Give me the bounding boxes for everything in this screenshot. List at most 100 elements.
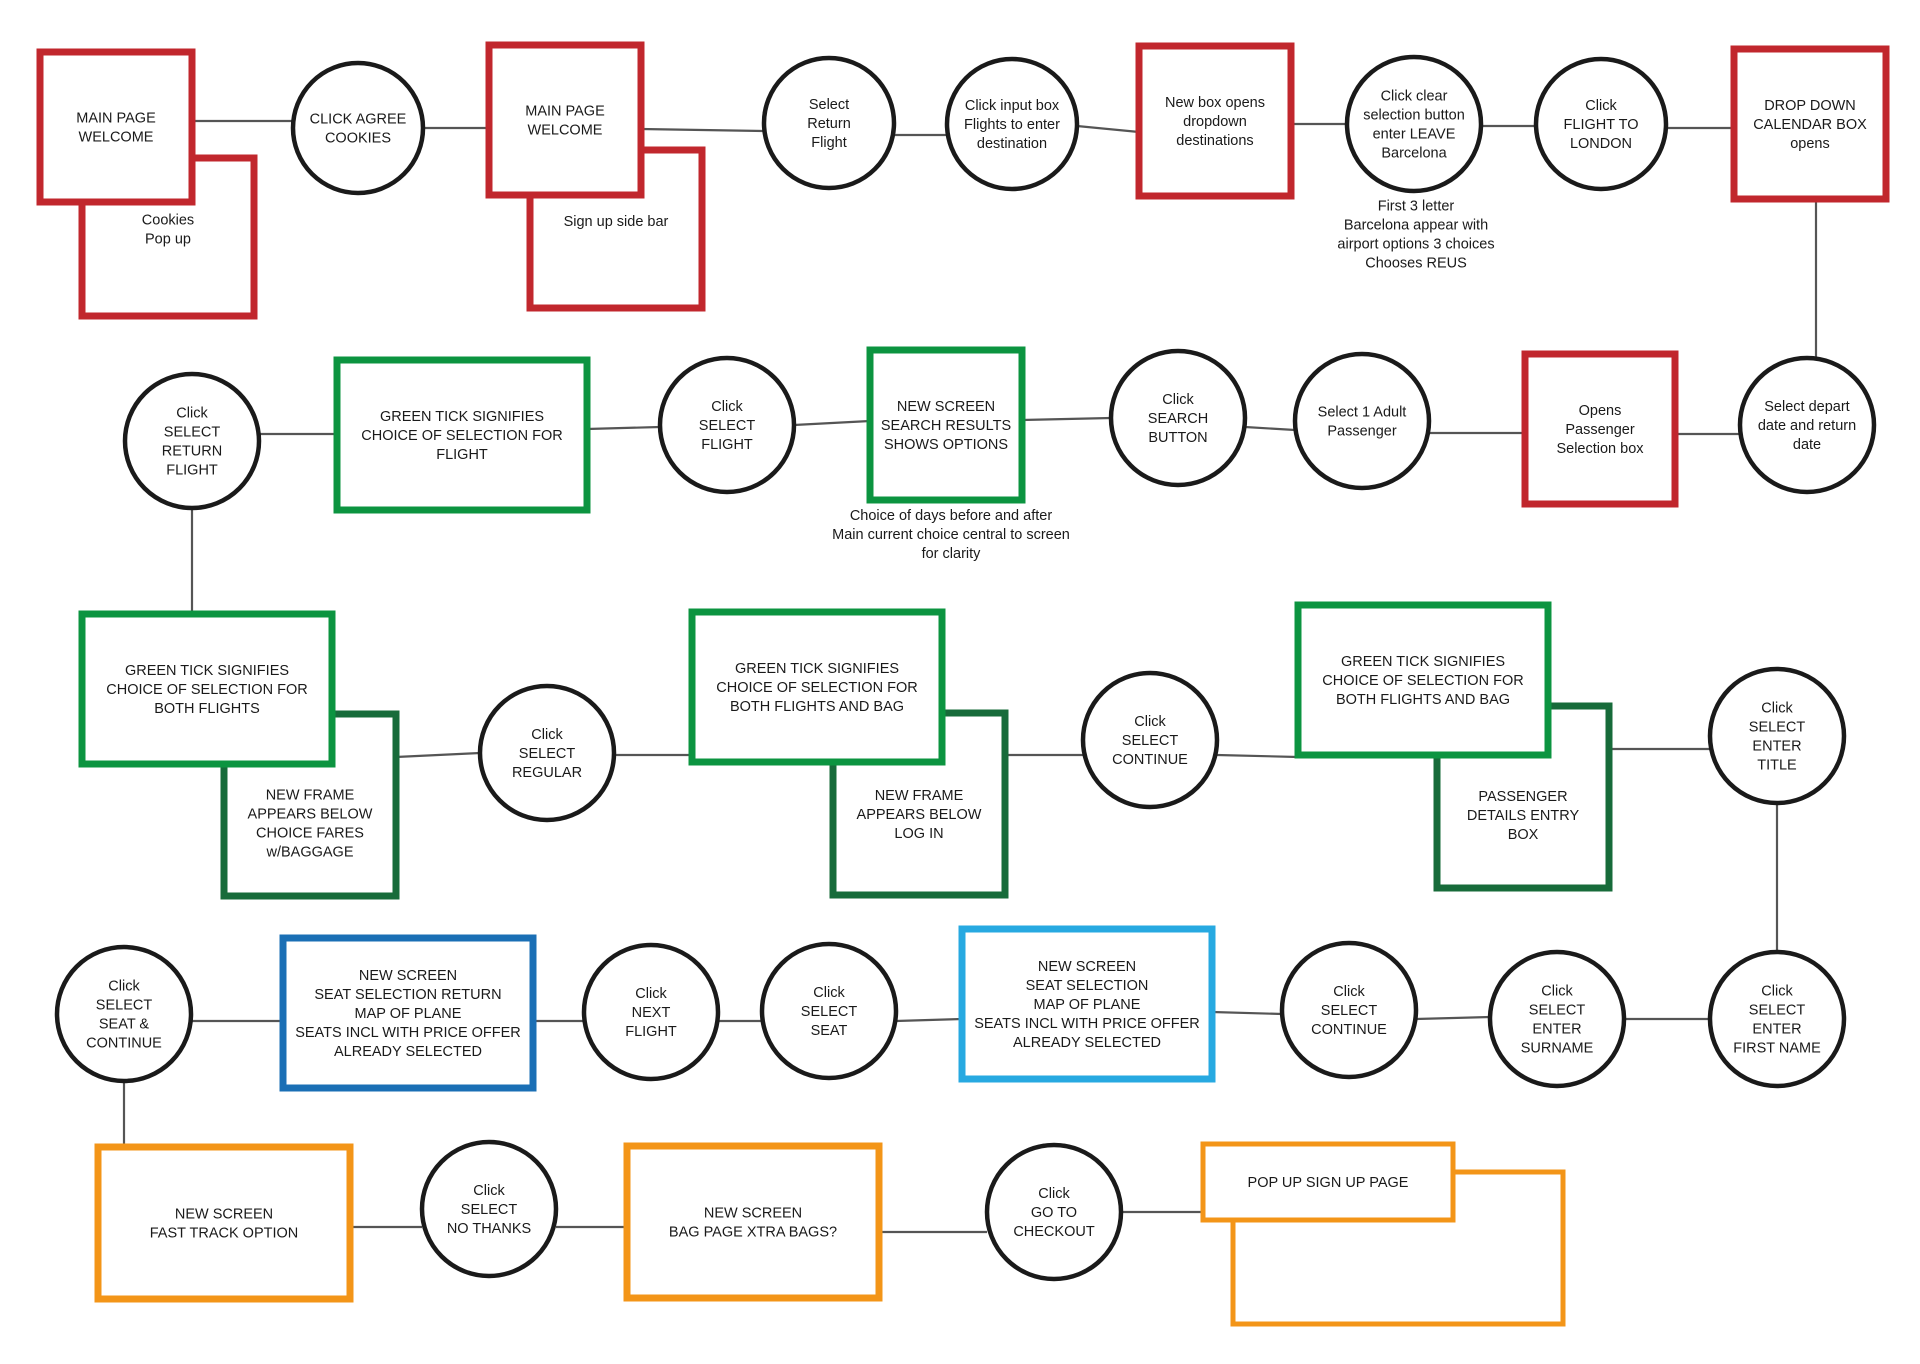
step-circle bbox=[1737, 355, 1877, 495]
search-results-label-line: NEW SCREEN bbox=[897, 399, 995, 415]
tick-both-flights-label-line: CHOICE OF SELECTION FOR bbox=[106, 682, 307, 698]
click-flight-london-label-line: LONDON bbox=[1570, 136, 1632, 152]
frame-fares-label-line: APPEARS BELOW bbox=[248, 807, 373, 823]
click-no-thanks-label-line: NO THANKS bbox=[447, 1221, 531, 1237]
click-seat-continue-label-line: SELECT bbox=[96, 998, 153, 1014]
dropdown-calendar-label-line: CALENDAR BOX bbox=[1753, 117, 1867, 133]
step-circle bbox=[984, 1142, 1124, 1282]
enter-title-label-line: ENTER bbox=[1752, 739, 1801, 755]
dropdown-calendar-label-line: opens bbox=[1790, 136, 1830, 152]
select-return-flight-label-line: Select bbox=[809, 97, 849, 113]
click-flight-london-label-line: Click bbox=[1585, 98, 1617, 114]
step-circle bbox=[122, 371, 262, 511]
select-adult-label-line: Select 1 Adult bbox=[1318, 405, 1407, 421]
box-frame bbox=[36, 48, 196, 206]
enter-first-name-label-line: ENTER bbox=[1752, 1022, 1801, 1038]
go-checkout-label-line: CHECKOUT bbox=[1013, 1224, 1095, 1240]
signup-sidebar-label-line: Sign up side bar bbox=[564, 214, 669, 230]
select-return-flight-label-line: Flight bbox=[811, 135, 846, 151]
tick-both-flights-label-line: BOTH FLIGHTS bbox=[154, 701, 260, 717]
box-frame bbox=[279, 934, 537, 1092]
enter-first-name-label-line: FIRST NAME bbox=[1733, 1041, 1821, 1057]
click-clear-selection-label-line: enter LEAVE bbox=[1373, 127, 1456, 143]
click-select-return-label-line: SELECT bbox=[164, 425, 221, 441]
frame-fares-label-line: w/BAGGAGE bbox=[265, 845, 353, 861]
click-agree-cookies-label-line: COOKIES bbox=[325, 131, 391, 147]
enter-surname-label-line: SURNAME bbox=[1521, 1041, 1594, 1057]
click-next-flight-label-line: NEXT bbox=[632, 1005, 671, 1021]
seat-selection-return-label-line: NEW SCREEN bbox=[359, 968, 457, 984]
enter-title-label-line: TITLE bbox=[1757, 758, 1797, 774]
new-box-dropdown-label-line: New box opens bbox=[1165, 95, 1265, 111]
bag-page-label-line: NEW SCREEN bbox=[704, 1206, 802, 1222]
frame-login-label-line: APPEARS BELOW bbox=[857, 807, 982, 823]
opens-passenger-box-label-line: Passenger bbox=[1565, 422, 1634, 438]
days-note-line: Choice of days before and after bbox=[850, 508, 1052, 524]
step-circle bbox=[1344, 54, 1484, 194]
box-frame bbox=[333, 356, 591, 514]
click-input-box-label-line: Flights to enter bbox=[964, 117, 1060, 133]
seat-selection-return-label-line: SEATS INCL WITH PRICE OFFER bbox=[295, 1025, 521, 1041]
click-continue-1-label-line: SELECT bbox=[1122, 733, 1179, 749]
click-search-label-line: SEARCH bbox=[1148, 411, 1208, 427]
click-input-box-label-line: Click input box bbox=[965, 98, 1060, 114]
step-circle bbox=[54, 944, 194, 1084]
days-note-line: for clarity bbox=[922, 546, 982, 562]
step-circle bbox=[290, 60, 426, 196]
tick-flights-bag-2-label-line: BOTH FLIGHTS AND BAG bbox=[1336, 692, 1510, 708]
go-checkout-label-line: GO TO bbox=[1031, 1205, 1077, 1221]
opens-passenger-box-label-line: Opens bbox=[1579, 403, 1622, 419]
click-clear-selection-label-line: selection button bbox=[1363, 108, 1465, 124]
passenger-details-label-line: BOX bbox=[1508, 827, 1539, 843]
box-frame bbox=[688, 608, 946, 766]
click-select-return-label-line: Click bbox=[176, 406, 208, 422]
step-circle bbox=[657, 355, 797, 495]
click-select-return-label-line: RETURN bbox=[162, 444, 222, 460]
seat-selection-1-label-line: MAP OF PLANE bbox=[1034, 997, 1141, 1013]
box-popup-signup: POP UP SIGN UP PAGE bbox=[1200, 1141, 1456, 1223]
seat-selection-1-label-line: SEAT SELECTION bbox=[1026, 978, 1149, 994]
click-select-flight-label-line: Click bbox=[711, 399, 743, 415]
click-seat-continue-label-line: Click bbox=[108, 979, 140, 995]
step-circle bbox=[1707, 949, 1847, 1089]
new-box-dropdown-label-line: destinations bbox=[1176, 133, 1253, 149]
frame-fares-label-line: NEW FRAME bbox=[266, 788, 355, 804]
click-input-box-label-line: destination bbox=[977, 136, 1047, 152]
tick-flight-label-line: CHOICE OF SELECTION FOR bbox=[361, 428, 562, 444]
cookies-popup-label-line: Cookies bbox=[142, 213, 194, 229]
connector-line bbox=[1216, 753, 1299, 759]
select-depart-return-label-line: date and return bbox=[1758, 418, 1856, 434]
click-continue-2-label-line: Click bbox=[1333, 984, 1365, 1000]
step-circle bbox=[944, 56, 1080, 192]
step-circle bbox=[1080, 670, 1220, 810]
click-next-flight-label-line: FLIGHT bbox=[625, 1024, 677, 1040]
